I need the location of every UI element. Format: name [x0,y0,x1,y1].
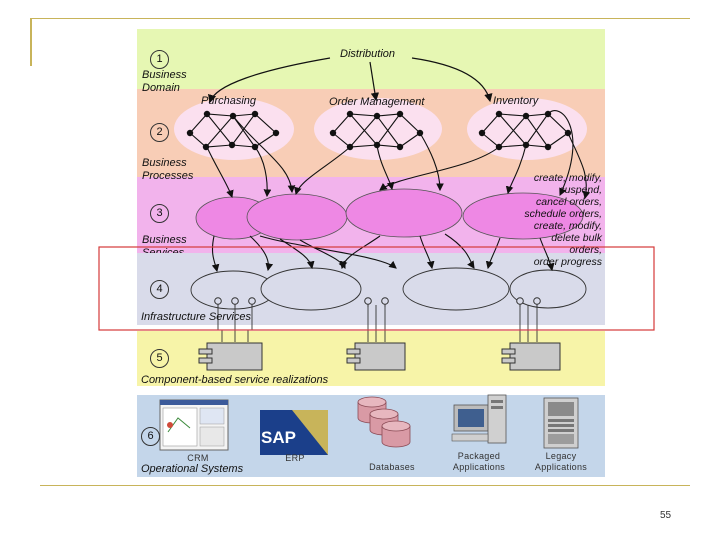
packaged-applications-label-line2: Applications [452,462,506,472]
layer-3-label-line2: Services [142,247,185,253]
annotation-line-8: order progress [533,256,602,268]
packaged-applications-computer [451,394,507,444]
layer-2-label-line2: Processes [142,170,194,182]
process-to-service-arrows [206,110,591,200]
layer-6-label: Operational Systems [141,463,244,475]
business-service-ellipse-4 [462,192,584,240]
databases-label: Databases [369,462,415,472]
layer-3-number: 3 [150,204,169,223]
component-box-1 [198,342,263,371]
legacy-applications-server [543,397,579,449]
layer-2-number: 2 [150,123,169,142]
annotation-line-6: delete bulk [551,232,602,244]
band-business-domain [137,29,605,89]
layer-4-number: 4 [150,280,169,299]
business-service-ellipse-2 [246,193,348,241]
layer-5-number: 5 [150,349,169,368]
distribution-label: Distribution [340,48,396,60]
component-box-3 [501,342,561,371]
business-service-ellipse-3 [345,188,463,238]
packaged-applications-label-line1: Packaged [457,451,501,461]
slide-footer-line [40,485,690,486]
layer-3-label-line1: Business [142,234,187,246]
legacy-applications-label-line2: Applications [534,462,588,472]
annotation-line-1: create, modify, [533,172,602,184]
highlight-box [98,246,655,331]
annotation-line-4: schedule orders, [524,208,602,220]
crm-screenshot-thumbnail [159,399,229,451]
arrow-distribution-to-inventory [411,57,493,103]
infrastructure-to-component-lines [217,305,538,342]
infrastructure-service-ellipse-2 [260,267,362,311]
sap-logo [260,410,328,455]
slide-accent-vertical [30,18,32,66]
layer-5-label: Component-based service realizations [141,374,329,386]
database-cylinders [357,396,411,448]
layer-2-label-line1: Business [142,157,187,169]
annotation-line-3: cancel orders, [536,196,602,208]
slide-accent-top [30,18,690,19]
erp-label: ERP [285,453,305,463]
layer-6-number: 6 [141,427,160,446]
service-to-infrastructure-arrows [211,233,555,273]
layer-1-number: 1 [150,50,169,69]
annotation-line-5: create, modify, [533,220,602,232]
layer-1-label-line2: Domain [142,82,180,94]
order-management-process-ellipse [314,98,442,160]
infrastructure-service-ellipse-3 [402,267,510,311]
inventory-label: Inventory [493,95,539,107]
purchasing-process-ellipse [174,98,294,160]
order-management-label: Order Management [329,96,425,108]
legacy-applications-label-line1: Legacy [545,451,577,461]
sap-logo-text: SAP [261,428,296,447]
crm-label: CRM [187,453,209,463]
page-number: 55 [660,510,672,521]
arrow-distribution-to-ordermgmt [369,61,380,102]
layer-1-label-line1: Business [142,69,187,81]
purchasing-label: Purchasing [201,95,257,107]
service-operations-annotation: create, modify, suspend, cancel orders, … [486,172,602,268]
arrow-distribution-to-purchasing [208,57,331,104]
annotation-line-2: suspend, [559,184,602,196]
annotation-line-7: orders, [569,244,602,256]
layer-4-label: Infrastructure Services [141,311,252,323]
infrastructure-connectors [214,297,541,307]
component-box-2 [346,342,406,371]
